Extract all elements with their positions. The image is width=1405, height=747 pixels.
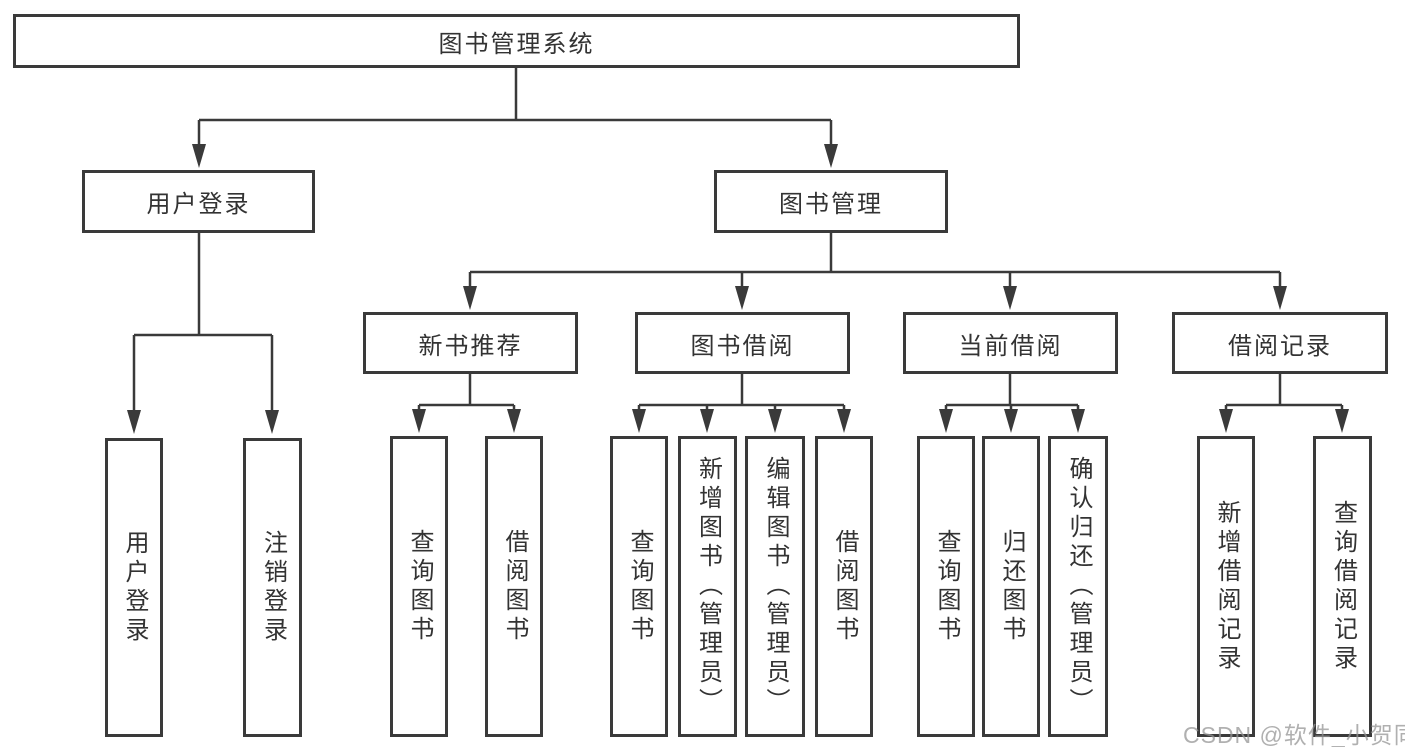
node-label: 注销登录 (259, 529, 287, 646)
leaf-query-books-borrowing: 查询图书 (610, 436, 668, 737)
node-label: 借阅图书 (501, 528, 528, 645)
node-label: 借阅记录 (1228, 332, 1332, 360)
arrowhead (127, 410, 141, 434)
arrow-heads (127, 144, 1349, 434)
leaf-user-login: 用户登录 (105, 438, 163, 737)
node-label: 借阅图书 (831, 528, 858, 645)
node-book-management-system: 图书管理系统 (13, 14, 1020, 68)
arrowhead (632, 409, 646, 433)
node-label: 新增图书（管理员） (694, 456, 722, 717)
arrowhead (768, 409, 782, 433)
leaf-add-borrow-record: 新增借阅记录 (1197, 436, 1255, 737)
node-label: 查询图书 (406, 528, 433, 645)
node-label: 当前借阅 (958, 332, 1063, 360)
leaf-confirm-return-admin: 确认归还（管理员） (1048, 436, 1108, 737)
leaf-query-borrow-record: 查询借阅记录 (1313, 436, 1372, 737)
leaf-add-books-admin: 新增图书（管理员） (678, 436, 737, 737)
arrowhead (265, 410, 279, 434)
arrowhead (700, 409, 714, 433)
node-label: 归还图书 (998, 528, 1025, 645)
node-label: 查询图书 (933, 528, 960, 645)
node-label: 查询借阅记录 (1329, 499, 1357, 674)
arrowhead (1071, 409, 1085, 433)
arrowhead (1273, 286, 1287, 310)
node-book-management: 图书管理 (714, 170, 948, 233)
node-label: 图书借阅 (690, 332, 795, 360)
node-label: 用户登录 (146, 191, 251, 218)
node-borrowing-records: 借阅记录 (1172, 312, 1388, 374)
node-new-book-recommendation: 新书推荐 (363, 312, 578, 374)
node-book-borrowing: 图书借阅 (635, 312, 850, 374)
arrowhead (939, 409, 953, 433)
node-label: 图书管理 (779, 191, 883, 218)
arrowhead (463, 286, 477, 310)
leaf-query-books-recommend: 查询图书 (390, 436, 448, 737)
arrowhead (412, 409, 426, 433)
node-label: 编辑图书（管理员） (762, 456, 789, 717)
arrowhead (735, 286, 749, 310)
leaf-return-books: 归还图书 (982, 436, 1040, 737)
arrowhead (1335, 409, 1349, 433)
leaf-logout: 注销登录 (243, 438, 302, 737)
arrowhead (824, 144, 838, 168)
node-label: 图书管理系统 (438, 30, 595, 58)
leaf-borrow-books-recommend: 借阅图书 (485, 436, 543, 737)
arrowhead (1219, 409, 1233, 433)
arrowhead (1004, 409, 1018, 433)
leaf-edit-books-admin: 编辑图书（管理员） (745, 436, 805, 737)
arrowhead (507, 409, 521, 433)
node-label: 用户登录 (121, 529, 148, 646)
watermark: CSDN @软件_小贺同学 (1183, 722, 1405, 747)
arrowhead (192, 144, 206, 168)
leaf-borrow-books-borrowing: 借阅图书 (815, 436, 873, 737)
leaf-query-books-current: 查询图书 (917, 436, 975, 737)
node-label: 查询图书 (626, 528, 653, 645)
node-label: 新增借阅记录 (1213, 499, 1240, 674)
node-label: 新书推荐 (418, 332, 523, 360)
node-user-login: 用户登录 (82, 170, 315, 233)
tree-edges (132, 68, 1344, 412)
arrowhead (837, 409, 851, 433)
arrowhead (1003, 286, 1017, 310)
node-label: 确认归还（管理员） (1065, 456, 1092, 717)
node-current-borrowing: 当前借阅 (903, 312, 1118, 374)
